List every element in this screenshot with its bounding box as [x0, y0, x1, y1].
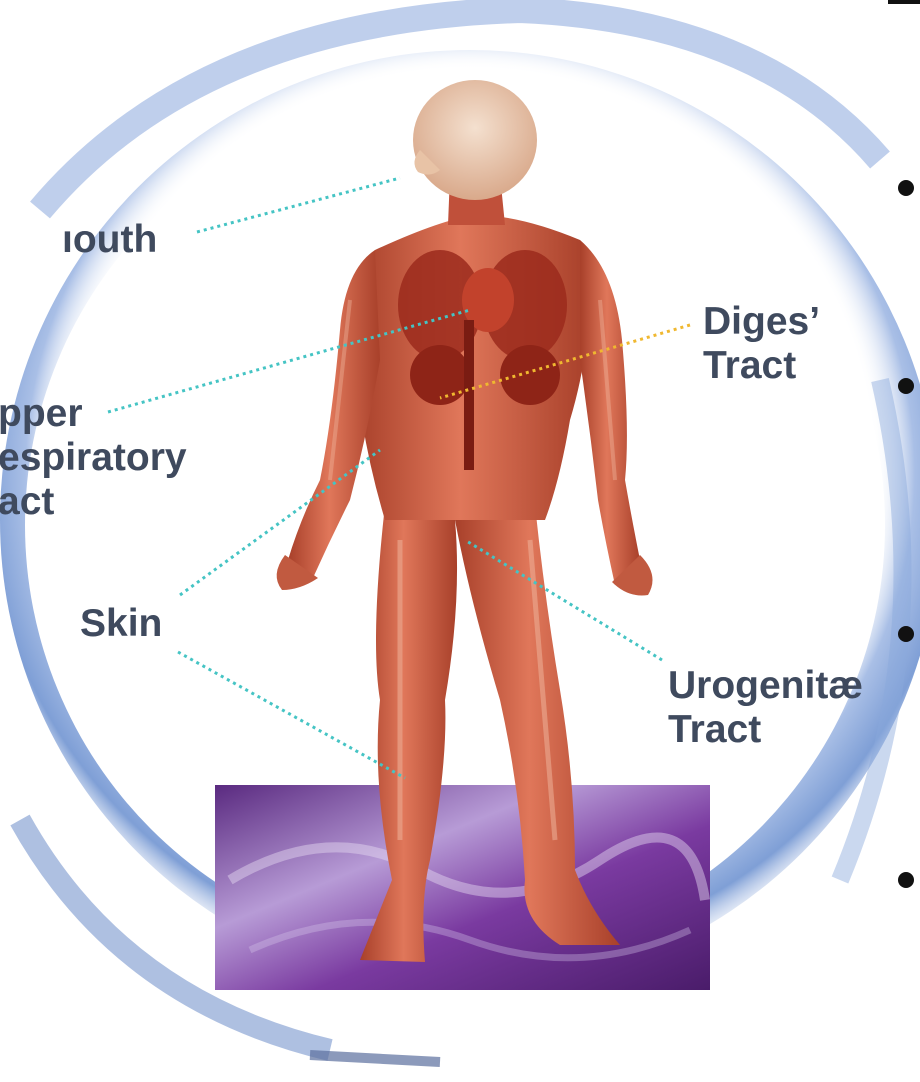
label-digestive-line-1: Digesʼ [703, 300, 820, 344]
label-urogenital-tract: Urogenitæ Tract [668, 664, 863, 752]
label-urogenital-line-1: Urogenitæ [668, 664, 863, 708]
label-mouth-text: ıouth [62, 218, 157, 262]
purple-platform [215, 785, 710, 990]
label-upper-respiratory-line-1: pper [0, 392, 187, 436]
label-digestive-line-2: Tract [703, 344, 820, 388]
bullet-point-1 [898, 180, 914, 196]
label-skin-text: Skin [80, 602, 162, 646]
label-urogenital-line-2: Tract [668, 708, 863, 752]
bullet-point-4 [898, 872, 914, 888]
label-upper-respiratory-line-3: act [0, 480, 187, 524]
label-upper-respiratory-tract: pper espiratory act [0, 392, 187, 524]
label-skin: Skin [80, 602, 162, 646]
label-digestive-tract: Digesʼ Tract [703, 300, 820, 388]
label-mouth: ıouth [62, 218, 157, 262]
slide-top-rule [888, 0, 920, 4]
label-upper-respiratory-line-2: espiratory [0, 436, 187, 480]
bullet-point-2 [898, 378, 914, 394]
bullet-point-3 [898, 626, 914, 642]
